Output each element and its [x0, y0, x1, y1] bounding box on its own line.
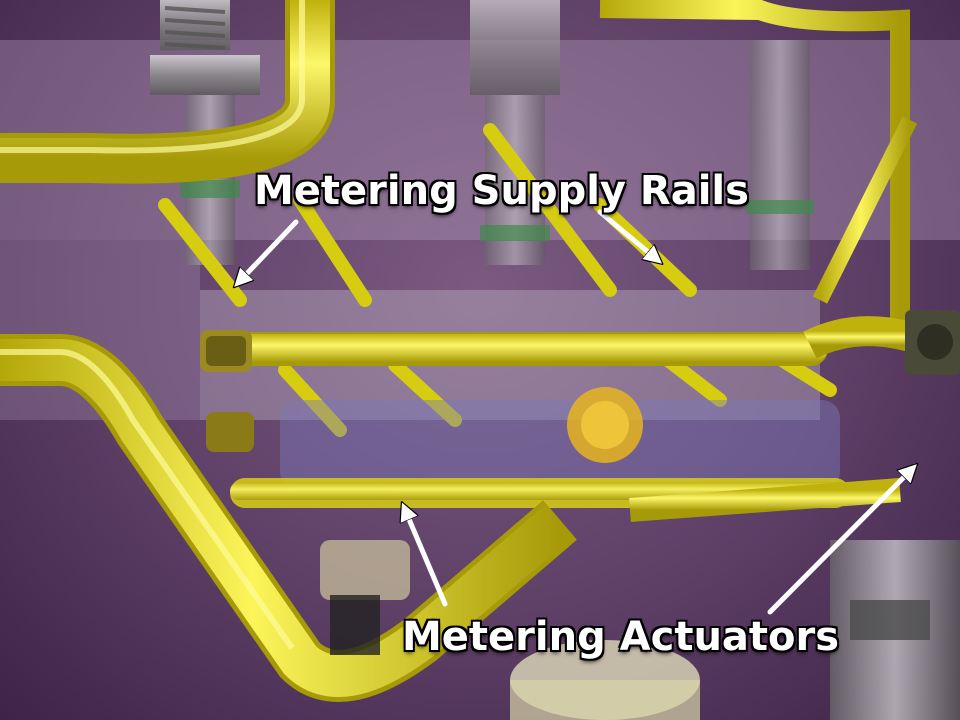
lower-housings	[320, 540, 960, 720]
injector-stack-right	[746, 40, 814, 270]
arrow-supply-rail-right	[597, 209, 660, 262]
injector-stack-left	[150, 0, 260, 265]
arrow-supply-rail-left	[236, 219, 299, 285]
label-metering-actuators: Metering Actuators	[402, 614, 840, 660]
fuel-pipe-upper-left	[0, 0, 335, 184]
rail-fitting-right	[905, 310, 960, 375]
arrow-actuator-right	[767, 466, 915, 615]
fuel-pipe-lower	[0, 334, 901, 720]
callout-arrows	[236, 209, 915, 615]
label-metering-supply-rails: Metering Supply Rails	[254, 168, 749, 214]
injector-stack-middle	[470, 0, 560, 265]
arrow-actuator-left	[403, 505, 448, 607]
